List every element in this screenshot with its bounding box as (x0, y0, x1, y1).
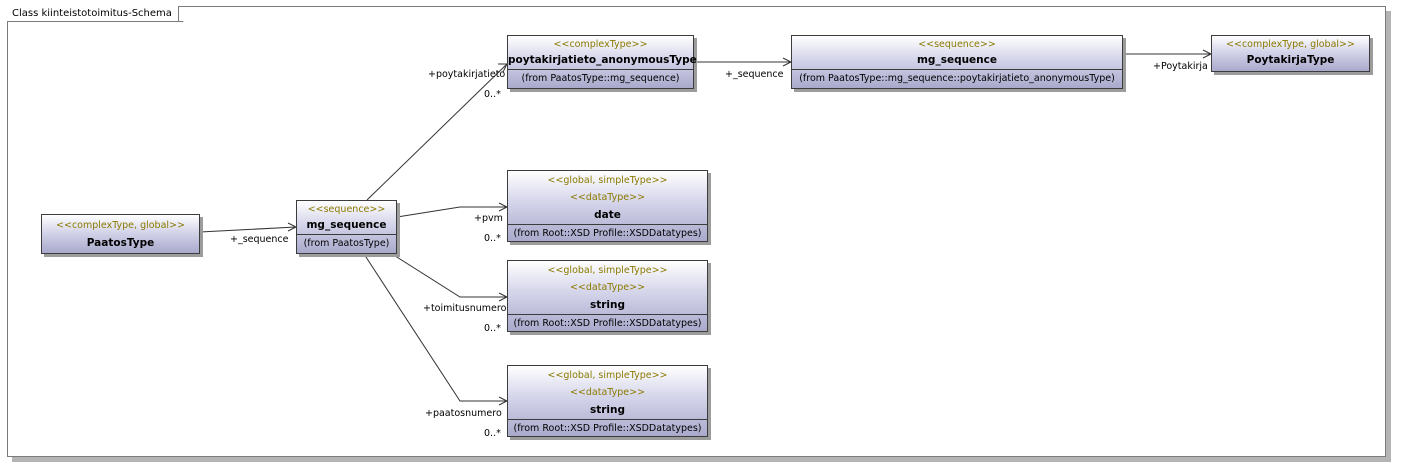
role-label-sequence-1: +_sequence (230, 234, 289, 245)
class-mg-sequence-inner[interactable]: <<sequence>> mg_sequence (from PaatosTyp… (791, 35, 1123, 89)
class-name: string (589, 299, 626, 311)
class-name: string (589, 404, 626, 416)
class-poytakirjatype[interactable]: <<complexType, global>> PoytakirjaType (1211, 35, 1370, 72)
origin-package: (from Root::XSD Profile::XSDDatatypes) (508, 224, 707, 242)
stereotype: <<sequence>> (307, 204, 386, 215)
diagram-title: Class kiinteistotoimitus-Schema (7, 6, 179, 22)
class-name: PaatosType (86, 237, 155, 249)
origin-package: (from PaatosType) (297, 234, 396, 252)
class-mg-sequence[interactable]: <<sequence>> mg_sequence (from PaatosTyp… (296, 200, 397, 254)
edge-pvm (396, 206, 507, 218)
edge-sequence-1 (199, 226, 297, 233)
class-string-paatosnumero[interactable]: <<global, simpleType>> <<dataType>> stri… (507, 365, 708, 437)
class-date[interactable]: <<global, simpleType>> <<dataType>> date… (507, 170, 708, 242)
edge-poytakirjatieto (366, 63, 508, 201)
class-poytakirjatieto-anonymoustype[interactable]: <<complexType>> poytakirjatieto_anonymou… (507, 35, 697, 89)
multiplicity-paatosnumero: 0..* (484, 428, 501, 439)
stereotype: <<complexType, global>> (1226, 39, 1355, 50)
datatype-stereotype: <<dataType>> (569, 387, 646, 398)
class-name: PoytakirjaType (1246, 54, 1335, 66)
role-label-pvm: +pvm (474, 213, 503, 224)
class-name: poytakirjatieto_anonymousType (508, 54, 697, 66)
origin-package: (from PaatosType::mg_sequence::poytakirj… (792, 69, 1122, 87)
role-label-paatosnumero: +paatosnumero (425, 408, 502, 419)
class-name: date (594, 209, 621, 221)
role-label-toimitusnumero: +toimitusnumero (423, 303, 507, 314)
stereotype: <<global, simpleType>> (547, 370, 668, 381)
origin-package: (from Root::XSD Profile::XSDDatatypes) (508, 419, 707, 437)
stereotype: <<global, simpleType>> (547, 265, 668, 276)
multiplicity-poytakirjatieto: 0..* (484, 89, 501, 100)
origin-package: (from Root::XSD Profile::XSDDatatypes) (508, 314, 707, 332)
role-label-poytakirjatieto: +poytakirjatieto (428, 69, 506, 80)
role-label-sequence-2: +_sequence (725, 69, 784, 80)
class-paatostype[interactable]: <<complexType, global>> PaatosType (41, 214, 200, 254)
edge-paatosnumero (363, 253, 507, 402)
datatype-stereotype: <<dataType>> (569, 192, 646, 203)
edge-toimitusnumero (391, 253, 507, 298)
stereotype: <<complexType>> (553, 39, 648, 50)
origin-package: (from PaatosType::mg_sequence) (508, 69, 693, 87)
role-label-poytakirja: +Poytakirja (1153, 61, 1208, 72)
multiplicity-toimitusnumero: 0..* (484, 323, 501, 334)
class-string-toimitusnumero[interactable]: <<global, simpleType>> <<dataType>> stri… (507, 260, 708, 332)
class-name: mg_sequence (916, 54, 997, 66)
stereotype: <<global, simpleType>> (547, 175, 668, 186)
class-name: mg_sequence (306, 219, 387, 231)
stereotype: <<sequence>> (918, 39, 996, 50)
multiplicity-pvm: 0..* (484, 233, 501, 244)
stereotype: <<complexType, global>> (56, 220, 185, 231)
datatype-stereotype: <<dataType>> (569, 282, 646, 293)
